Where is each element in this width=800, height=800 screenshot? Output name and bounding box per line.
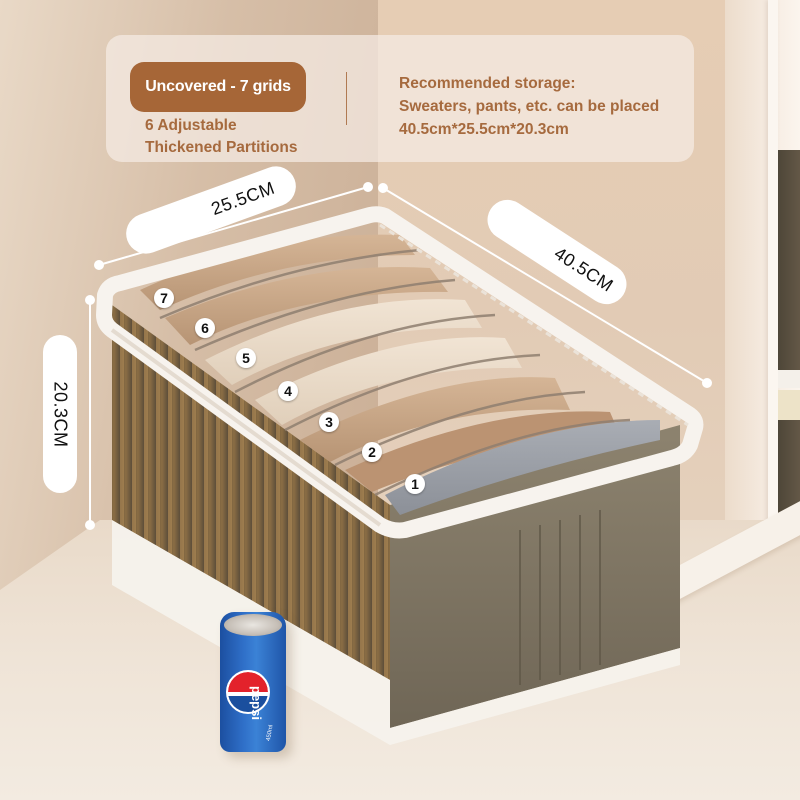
box-left-panel <box>112 305 390 680</box>
compartment-number-1: 1 <box>405 474 425 494</box>
compartment-number-6: 6 <box>195 318 215 338</box>
grid-count-badge: Uncovered - 7 grids <box>130 62 306 112</box>
storage-items: Sweaters, pants, etc. can be placed <box>399 98 660 115</box>
box-base-rim <box>112 520 680 745</box>
partition-line-2: Thickened Partitions <box>145 139 298 156</box>
can-lid <box>224 614 282 636</box>
compartment-number-2: 2 <box>362 442 382 462</box>
box-front-panel <box>390 425 680 728</box>
soda-can: pepsi 450ml <box>220 612 286 752</box>
length-line <box>382 187 708 384</box>
height-dimension-label: 20.3CM <box>43 335 77 493</box>
storage-heading: Recommended storage: <box>399 75 576 92</box>
partition-description: 6 Adjustable Thickened Partitions <box>145 115 297 159</box>
storage-recommendation: Recommended storage: Sweaters, pants, et… <box>399 72 659 141</box>
compartment-number-5: 5 <box>236 348 256 368</box>
panel-divider <box>346 72 347 125</box>
compartment-number-7: 7 <box>154 288 174 308</box>
can-brand-text: pepsi <box>249 686 264 720</box>
can-volume-text: 450ml <box>265 724 275 742</box>
height-value: 20.3CM <box>50 380 71 448</box>
pepsi-logo-icon <box>226 670 270 714</box>
cabinet-edge <box>768 0 778 800</box>
folded-clothes <box>140 234 660 515</box>
box-front-ribs <box>519 510 601 685</box>
compartment-number-3: 3 <box>319 412 339 432</box>
storage-size: 40.5cm*25.5cm*20.3cm <box>399 121 569 138</box>
compartment-number-4: 4 <box>278 381 298 401</box>
partition-line-1: 6 Adjustable <box>145 117 237 134</box>
neighbor-box-top <box>778 150 800 388</box>
